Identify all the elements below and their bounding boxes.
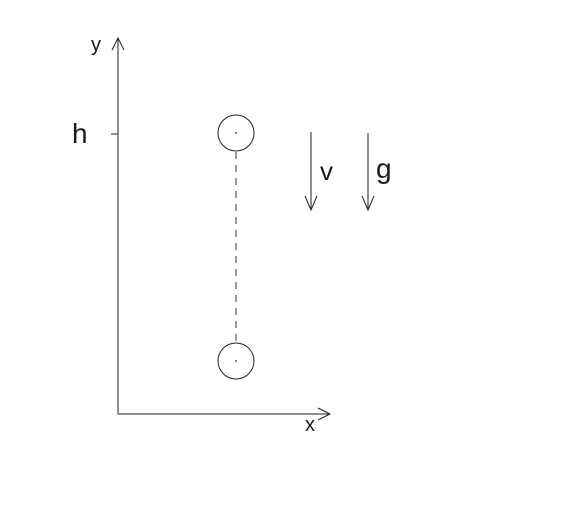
ball-bottom (217, 342, 255, 380)
ball-top-circle (217, 114, 255, 152)
y-axis-label: y (91, 34, 101, 56)
ball-top-center-dot (235, 132, 237, 134)
velocity-label: v (320, 156, 333, 186)
velocity-arrow-head-icon (304, 195, 318, 212)
gravity-arrow (361, 133, 375, 212)
x-axis-arrowhead (317, 407, 332, 421)
ball-top (217, 114, 255, 152)
ball-bottom-circle (217, 342, 255, 380)
height-label: h (72, 118, 88, 149)
ball-bottom-center-dot (235, 360, 237, 362)
velocity-arrow (304, 132, 318, 212)
gravity-arrow-head-icon (361, 195, 375, 212)
gravity-label: g (376, 153, 392, 184)
coordinate-axes (111, 36, 332, 421)
x-axis-label: x (305, 414, 315, 436)
y-axis-arrowhead (111, 36, 125, 51)
